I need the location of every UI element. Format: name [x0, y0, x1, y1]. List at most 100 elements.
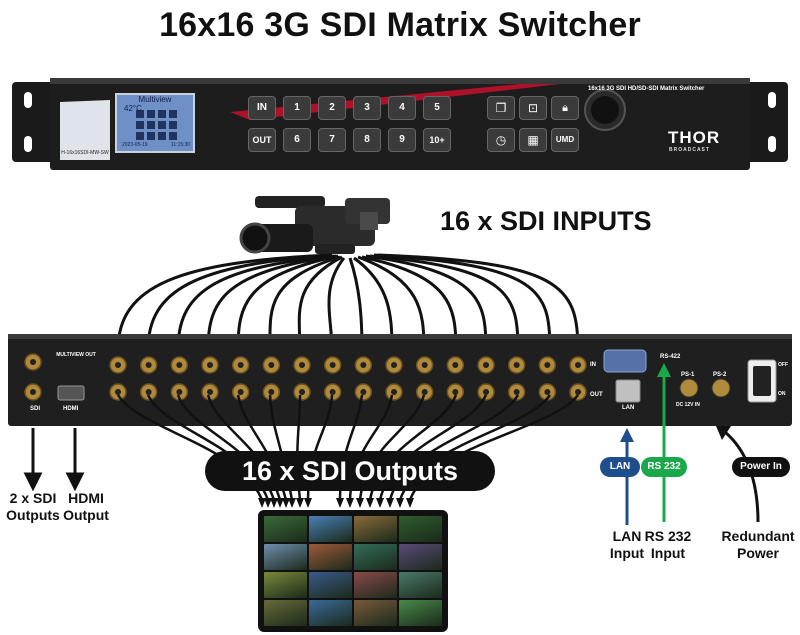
- key-9[interactable]: 9: [388, 128, 416, 152]
- chassis-top-bevel: [50, 78, 750, 84]
- bnc-out-9-pin: [360, 389, 367, 395]
- multiview-tile: [354, 516, 397, 542]
- multiview-tile: [354, 600, 397, 626]
- bnc-in-3-pin: [176, 362, 183, 368]
- label-on: ON: [778, 391, 786, 397]
- keypad-top-row: IN 1 2 3 4 5: [248, 96, 451, 120]
- bnc-out-14-pin: [513, 389, 520, 395]
- inputs-label: 16 x SDI INPUTS: [440, 206, 652, 236]
- bnc-in-1-pin: [115, 362, 121, 368]
- key-out[interactable]: OUT: [248, 128, 276, 152]
- tag-rs232: RS 232: [641, 457, 687, 477]
- umd-button[interactable]: UMD: [551, 128, 579, 152]
- right-ear-slot-top: [768, 92, 776, 108]
- left-rack-ear: [12, 82, 56, 162]
- bnc-in-12-pin: [452, 362, 459, 368]
- camera-icon: [239, 196, 390, 254]
- lock-icon[interactable]: 🔒︎: [551, 96, 579, 120]
- bnc-out-16-pin: [575, 389, 581, 395]
- lan-port: [615, 379, 641, 403]
- bnc-in-4-pin: [207, 362, 213, 368]
- lcd-title: Multiview: [138, 95, 172, 104]
- left-ear-slot-bottom: [24, 136, 32, 152]
- lcd-grid: [136, 110, 177, 140]
- bnc-out-15-pin: [544, 389, 551, 395]
- fullscreen-icon[interactable]: ⊡: [519, 96, 547, 120]
- bnc-out-2-pin: [145, 389, 152, 395]
- multiview-grid: [264, 516, 442, 626]
- ps2-connector: [711, 378, 731, 398]
- multiview-tile: [399, 516, 442, 542]
- label-ps1: PS-1: [681, 372, 695, 378]
- bnc-ports: [24, 353, 587, 401]
- tag-power-in: Power In: [732, 457, 790, 477]
- multiview-tile: [264, 544, 307, 570]
- key-5[interactable]: 5: [423, 96, 451, 120]
- brand-subtitle: BROADCAST: [669, 147, 710, 153]
- multiview-layout-icon[interactable]: ❐: [487, 96, 515, 120]
- multiview-tile: [264, 572, 307, 598]
- multiview-tile: [309, 516, 352, 542]
- label-off: OFF: [778, 362, 788, 368]
- chassis-rear: [8, 334, 792, 426]
- key-4[interactable]: 4: [388, 96, 416, 120]
- right-rack-ear: [744, 82, 788, 162]
- bnc-out-1-pin: [115, 389, 121, 395]
- bnc-in-9-pin: [360, 362, 367, 368]
- multiview-tile: [399, 544, 442, 570]
- multiview-tile: [354, 572, 397, 598]
- clock-icon[interactable]: ◷: [487, 128, 515, 152]
- label-hdmi: HDMI: [63, 406, 79, 412]
- chassis-rear-bevel: [8, 334, 792, 339]
- multiview-tile: [264, 600, 307, 626]
- rear-panel: [8, 334, 792, 426]
- output-arrowheads: [258, 498, 414, 508]
- grid-icon[interactable]: ▦: [519, 128, 547, 152]
- multiview-tile: [264, 516, 307, 542]
- outputs-label: 16 x SDI Outputs: [205, 451, 495, 491]
- bnc-out-11-pin: [421, 389, 428, 395]
- product-name: 16x16 3G SDI HD/SD-SDI Matrix Switcher: [588, 86, 705, 92]
- label-sdi: SDI: [30, 406, 41, 412]
- multiview-tile: [354, 544, 397, 570]
- label-ps2: PS-2: [713, 372, 727, 378]
- key-7[interactable]: 7: [318, 128, 346, 152]
- bnc-multiview-sdi-1-pin: [30, 359, 36, 365]
- bnc-out-12-pin: [452, 389, 459, 395]
- bnc-out-3-pin: [176, 389, 183, 395]
- label-multiview-out: MULTIVIEW OUT: [56, 352, 96, 358]
- label-rs422: RS-422: [660, 354, 681, 360]
- key-8[interactable]: 8: [353, 128, 381, 152]
- key-3[interactable]: 3: [353, 96, 381, 120]
- hdmi-port: [57, 385, 85, 401]
- bnc-out-13-pin: [483, 389, 489, 395]
- multiview-tile: [309, 572, 352, 598]
- key-1[interactable]: 1: [283, 96, 311, 120]
- key-6[interactable]: 6: [283, 128, 311, 152]
- bnc-out-6-pin: [268, 389, 275, 395]
- key-10-plus[interactable]: 10+: [423, 128, 451, 152]
- bnc-in-11-pin: [421, 362, 428, 368]
- label-out: OUT: [590, 392, 603, 398]
- key-in[interactable]: IN: [248, 96, 276, 120]
- label-lan: LAN: [622, 405, 635, 411]
- power-switch-rocker: [753, 366, 771, 396]
- bnc-out-7-pin: [299, 389, 305, 395]
- bnc-in-5-pin: [237, 362, 244, 368]
- bnc-out-5-pin: [237, 389, 244, 395]
- keypad-bottom-row: OUT 6 7 8 9 10+: [248, 128, 451, 152]
- bnc-out-8-pin: [329, 389, 336, 395]
- tag-lan: LAN: [600, 457, 640, 477]
- multiview-monitor: [258, 510, 448, 632]
- model-label: H-16x16SDI-MW-SW: [61, 150, 109, 156]
- jog-knob-center: [591, 96, 619, 124]
- lcd-date: 2023-05-19: [122, 142, 148, 148]
- lcd-time: 11:15:30: [171, 142, 191, 148]
- bnc-out-4-pin: [207, 389, 213, 395]
- key-2[interactable]: 2: [318, 96, 346, 120]
